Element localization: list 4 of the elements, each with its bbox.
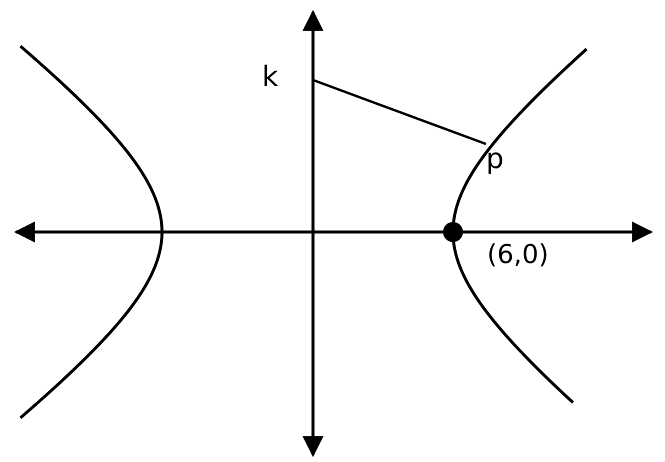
line-segment bbox=[312, 78, 486, 146]
point-label: k bbox=[262, 60, 278, 93]
point-label: p bbox=[486, 142, 504, 175]
point-coordinates: (6,0) bbox=[487, 240, 549, 270]
